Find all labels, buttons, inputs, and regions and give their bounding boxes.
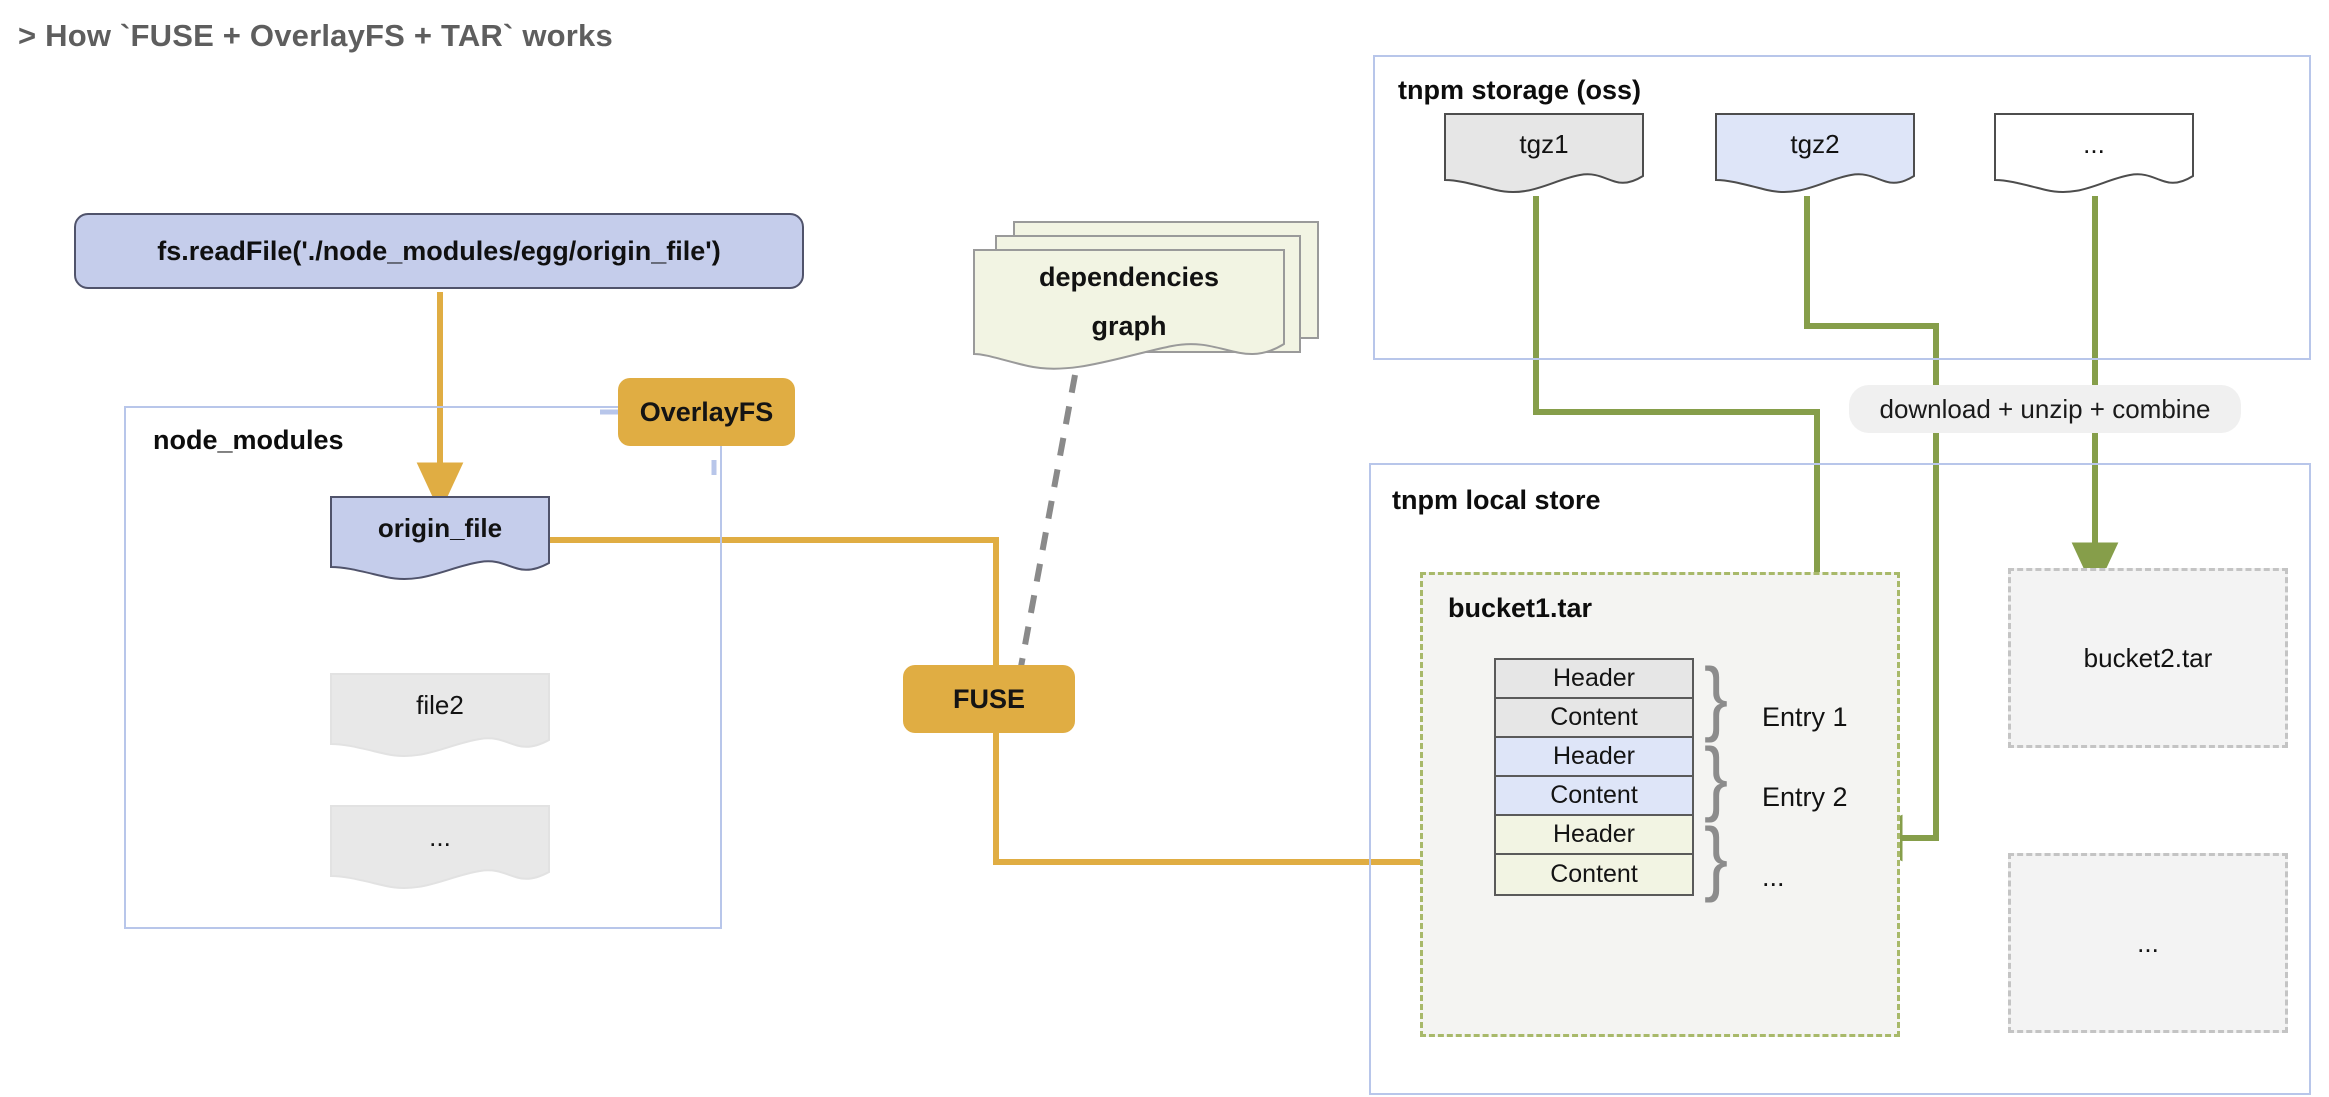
tar-entry-table: Header Content Header Content Header Con… (1494, 658, 1694, 896)
tnpm-storage-panel (1373, 55, 2311, 360)
brace-icon: } (1704, 812, 1729, 904)
file-node-origin-file[interactable]: origin_file (330, 495, 550, 580)
tnpm-local-store-panel (1369, 463, 2311, 1095)
package-node-more[interactable]: ... (1994, 112, 2194, 194)
tar-row: Header (1496, 660, 1692, 699)
dependencies-graph-label-line1: dependencies (1038, 262, 1220, 292)
file-node-more[interactable]: ... (330, 804, 550, 889)
package-node-tgz2[interactable]: tgz2 (1715, 112, 1915, 194)
page-title: > How `FUSE + OverlayFS + TAR` works (18, 18, 613, 53)
dependencies-graph-label-line2: graph (1091, 311, 1167, 341)
bucket2-tar-container[interactable]: bucket2.tar (2008, 568, 2288, 748)
tnpm-storage-panel-title: tnpm storage (oss) (1398, 75, 1642, 105)
entry-label-2: Entry 2 (1762, 782, 1848, 812)
bucket-more-container[interactable]: ... (2008, 853, 2288, 1033)
package-node-tgz1[interactable]: tgz1 (1444, 112, 1644, 194)
dependencies-graph-node[interactable]: dependencies graph (972, 218, 1320, 380)
entry-label-3: ... (1762, 862, 1785, 892)
tar-row: Content (1496, 777, 1692, 816)
brace-icon: } (1704, 652, 1729, 744)
tar-row: Header (1496, 816, 1692, 855)
node-modules-panel (124, 406, 722, 929)
tnpm-local-store-panel-title: tnpm local store (1392, 485, 1601, 515)
file-node-file2[interactable]: file2 (330, 672, 550, 757)
brace-icon: } (1704, 732, 1729, 824)
overlayfs-badge[interactable]: OverlayFS (618, 378, 795, 446)
entry-label-1: Entry 1 (1762, 702, 1848, 732)
tar-row: Header (1496, 738, 1692, 777)
tar-row: Content (1496, 855, 1692, 894)
readfile-call-node[interactable]: fs.readFile('./node_modules/egg/origin_f… (74, 213, 804, 289)
node-modules-panel-title: node_modules (153, 425, 344, 455)
bucket1-tar-title: bucket1.tar (1448, 593, 1593, 623)
fuse-badge[interactable]: FUSE (903, 665, 1075, 733)
pipeline-label: download + unzip + combine (1849, 385, 2241, 433)
tar-row: Content (1496, 699, 1692, 738)
